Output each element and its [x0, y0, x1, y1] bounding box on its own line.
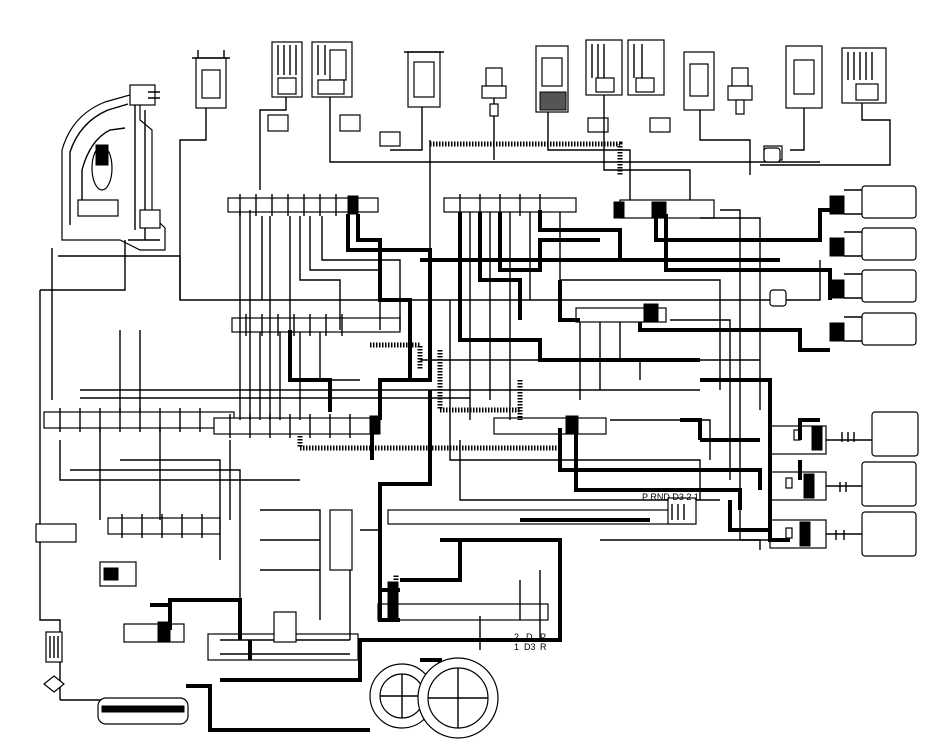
top-valve-1 [192, 50, 230, 109]
torque-converter [61, 84, 166, 251]
top-valve-10 [841, 47, 887, 104]
thin-lines [39, 95, 891, 713]
top-valve-6 [585, 39, 671, 133]
strainer [43, 631, 65, 693]
top-sensor-8 [727, 67, 753, 115]
top-valve-2 [267, 41, 361, 132]
gear-labels: P RND D3 2 1 2 D P 1 D3 R [514, 492, 699, 652]
gear-1-label: 1 [514, 642, 519, 652]
hatched-lines [297, 141, 623, 604]
gear-d3-label: D3 [524, 642, 536, 652]
selector-positions-label: P RND D3 2 1 [642, 492, 699, 502]
manual-valve [667, 497, 697, 525]
gear-r-label: R [540, 642, 547, 652]
spool-valves [43, 194, 715, 661]
oil-filter [97, 697, 189, 725]
gear-d-label: D [526, 632, 533, 642]
gear-p-label: P [540, 632, 546, 642]
top-valve-5 [535, 45, 569, 113]
left-valves [35, 509, 353, 643]
shuttle-checks [763, 147, 787, 307]
top-valve-7 [683, 51, 715, 111]
top-sensor-4 [481, 67, 507, 117]
gear-2-label: 2 [514, 632, 519, 642]
thick-lines [150, 208, 832, 732]
pump-assembly [369, 657, 499, 739]
right-clutch-packs [769, 185, 919, 557]
top-valve-9 [763, 45, 823, 161]
top-valve-3 [379, 51, 444, 147]
